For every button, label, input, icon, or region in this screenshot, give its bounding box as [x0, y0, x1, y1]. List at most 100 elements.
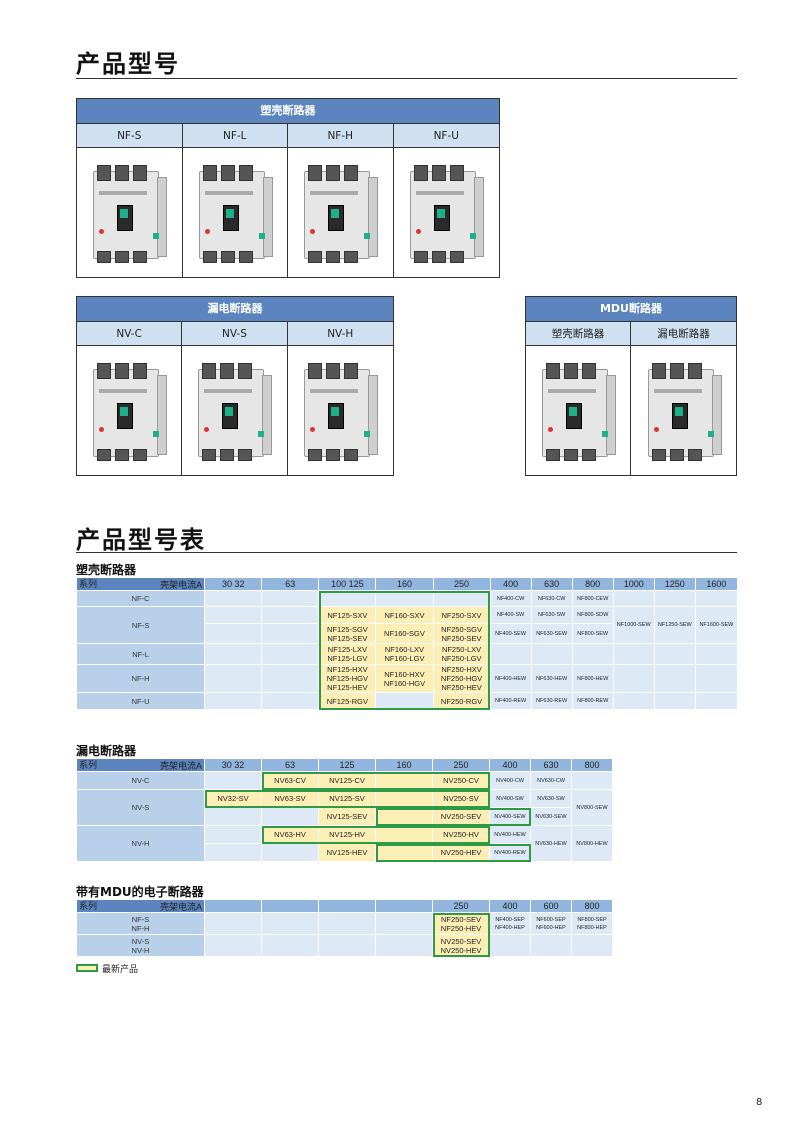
current-header: 1600: [694, 577, 739, 591]
table-cell: [375, 771, 433, 790]
mdu-image-row: [526, 346, 736, 476]
table-cell: NV630-SW: [530, 789, 572, 808]
table-cell: NF250-SXV: [432, 606, 491, 624]
table-cell: NF400-SW: [489, 606, 532, 624]
model-table-title: 产品型号表: [76, 526, 206, 554]
circuit-breaker-image: [89, 361, 169, 461]
current-header: 400: [489, 577, 532, 591]
current-header: 160: [375, 758, 433, 772]
table-cell: NV250-HEV: [432, 843, 490, 862]
current-header: 250: [432, 577, 491, 591]
current-header: [375, 899, 433, 913]
circuit-breaker-image: [300, 361, 380, 461]
table-cell: [489, 934, 531, 957]
table-cell: [204, 590, 263, 607]
circuit-breaker-image: [300, 163, 380, 263]
circuit-breaker-image: [538, 361, 618, 461]
table-cell: [612, 664, 655, 693]
product-photo-cell: [182, 346, 288, 476]
table-cell: NF800-REW: [571, 692, 614, 710]
table-cell: NF800-SDW: [571, 606, 614, 624]
current-header: 800: [571, 899, 613, 913]
table-cell: NV250-SEV: [432, 807, 490, 826]
table-cell: NF630-SW: [530, 606, 573, 624]
table-cell: NV125-SEV: [318, 807, 376, 826]
table-cell: [694, 590, 739, 607]
mdu-table-title: 带有MDU的电子断路器: [76, 885, 204, 899]
product-photo-cell: [77, 148, 183, 278]
table-cell: NF1600-SEW: [694, 606, 739, 644]
elcb-image-row: [77, 346, 393, 476]
current-header: [261, 899, 319, 913]
product-label: NV-S: [182, 322, 288, 346]
table-cell: NV125-CV: [318, 771, 376, 790]
current-header: 30 32: [204, 758, 262, 772]
table-cell: [318, 934, 376, 957]
table-cell: [204, 912, 262, 935]
table-cell: NF1250-SEW: [653, 606, 696, 644]
table-cell: [612, 692, 655, 710]
table-cell: NV250-CV: [432, 771, 490, 790]
table-cell: [204, 771, 262, 790]
title-rule-2: [76, 552, 737, 553]
current-header: 30 32: [204, 577, 263, 591]
table-cell: NV-S: [76, 789, 205, 826]
table-cell: [375, 590, 434, 607]
current-header: 1250: [653, 577, 696, 591]
table-cell: NF-U: [75, 692, 206, 710]
table-cell: [375, 807, 433, 826]
table-cell: [612, 590, 655, 607]
table-cell: [204, 825, 262, 844]
table-cell: NF-H: [75, 664, 206, 693]
elcb-header: 漏电断路器: [77, 297, 393, 322]
table-cell: [694, 664, 739, 693]
table-cell: NV125-SV: [318, 789, 376, 808]
current-header: 800: [571, 577, 614, 591]
product-photo-cell: [77, 346, 183, 476]
table-cell: [204, 934, 262, 957]
table-cell: [612, 643, 655, 665]
product-label: NF-U: [393, 124, 499, 148]
table-cell: [261, 692, 320, 710]
table-cell: [204, 643, 263, 665]
table-cell: NF630-HEW: [530, 664, 573, 693]
table-cell: NV125-HV: [318, 825, 376, 844]
table-cell: NF1000-SEW: [612, 606, 655, 644]
current-header: 100 125: [318, 577, 377, 591]
table-cell: [261, 843, 319, 862]
current-header: 125: [318, 758, 376, 772]
table-cell: NV800-SEW: [571, 789, 613, 826]
table-cell: NF400-HEW: [489, 664, 532, 693]
product-label: NF-S: [77, 124, 183, 148]
current-header: 600: [530, 899, 572, 913]
table-cell: [204, 623, 263, 644]
title-rule: [76, 78, 737, 79]
table-cell: NV630-SEW: [530, 807, 572, 826]
table-cell: [204, 807, 262, 826]
circuit-breaker-image: [195, 163, 275, 263]
table-cell: [261, 643, 320, 665]
table-cell: NV630-HEW: [530, 825, 572, 862]
table-cell: [204, 843, 262, 862]
mccb-table-title: 塑壳断路器: [76, 563, 137, 577]
table-cell: [261, 807, 319, 826]
product-label: 漏电断路器: [631, 322, 736, 346]
page-title: 产品型号: [76, 50, 180, 78]
table-cell: NV63-SV: [261, 789, 319, 808]
current-header: 400: [489, 899, 531, 913]
product-photo-cell: [631, 346, 736, 476]
